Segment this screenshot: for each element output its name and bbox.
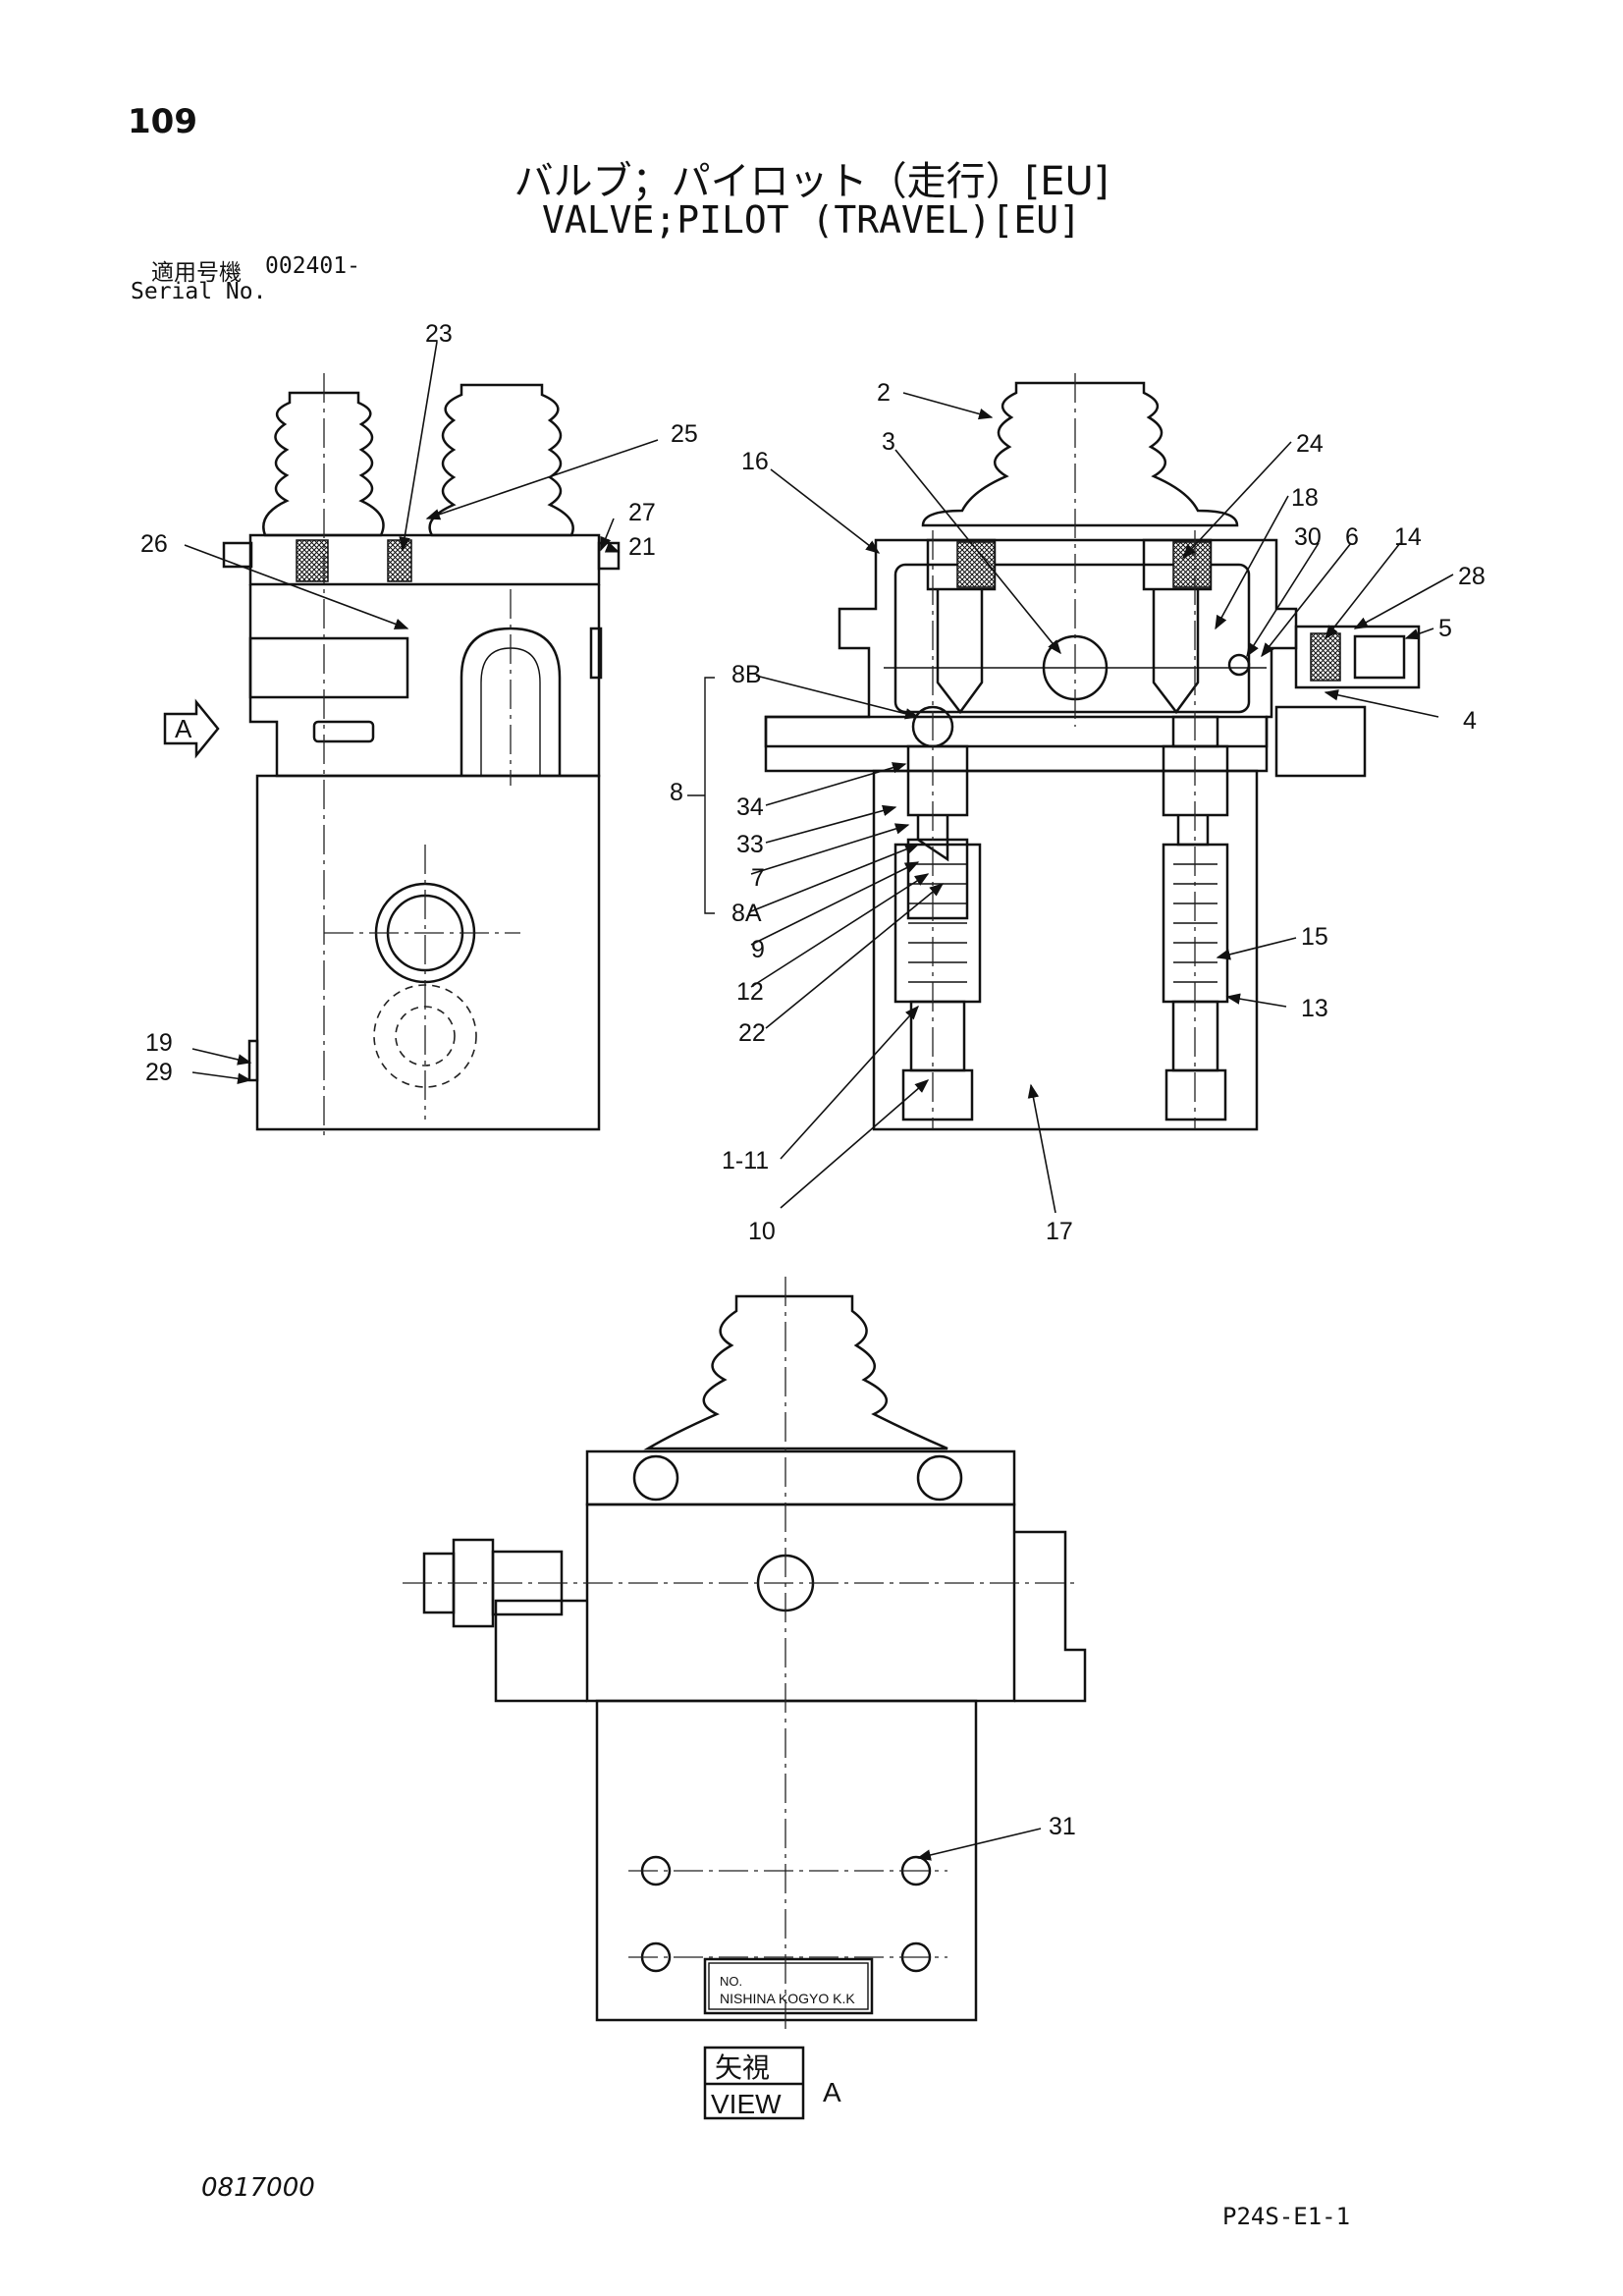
leaders [184,341,1454,1861]
callout-8A: 8A [731,900,762,927]
sheet-code: P24S-E1-1 [1222,2203,1351,2230]
nameplate-line-2: NISHINA KOGYO K.K [720,1991,855,2006]
page-number: 109 [128,102,197,141]
callout-8B: 8B [731,661,762,688]
section-view [687,373,1421,1131]
callout-18: 18 [1291,484,1319,512]
callout-4: 4 [1463,707,1477,735]
title-english: VALVE;PILOT (TRAVEL)[EU] [541,198,1082,242]
document-code: 0817000 [201,2173,315,2203]
callout-34: 34 [736,793,764,821]
serial-label-english: Serial No. [131,279,267,304]
callout-33: 33 [736,831,764,858]
serial-label-japanese: 適用号機 [151,260,242,286]
callout-2: 2 [877,379,891,407]
callout-7: 7 [751,864,765,892]
callout-22: 22 [738,1019,766,1047]
callout-26: 26 [140,530,168,558]
serial-number-value: 002401- [265,253,360,279]
callout-29: 29 [145,1059,173,1086]
callout-10: 10 [748,1218,776,1245]
callout-24: 24 [1296,430,1324,458]
callout-15: 15 [1301,923,1328,951]
callout-21: 21 [628,533,656,561]
view-marker-a: A [175,714,192,743]
callout-19: 19 [145,1029,173,1057]
callout-labels: 2 3 24 16 18 30 6 14 28 5 4 8B 8 34 33 7… [140,320,1486,1840]
nameplate-line-1: NO. [720,1974,742,1989]
callout-14: 14 [1394,523,1422,551]
callout-8: 8 [670,779,683,806]
callout-23: 23 [425,320,453,348]
callout-1-11: 1-11 [722,1147,769,1175]
view-label-en: VIEW [711,2089,782,2119]
view-a: NO. NISHINA KOGYO K.K [403,1277,1087,2120]
side-view [163,373,621,1139]
callout-16: 16 [741,448,769,475]
callout-28: 28 [1458,563,1486,590]
callout-17: 17 [1046,1218,1073,1245]
callout-3: 3 [882,428,895,456]
title-japanese: バルブ；パイロット（走行）[EU] [514,159,1109,204]
callout-6: 6 [1345,523,1359,551]
view-label-jp: 矢視 [715,2052,770,2083]
callout-30: 30 [1294,523,1322,551]
callout-5: 5 [1438,615,1452,642]
callout-9: 9 [751,936,765,963]
callout-31: 31 [1049,1813,1076,1840]
callout-25: 25 [671,420,698,448]
callout-13: 13 [1301,995,1328,1022]
callout-27: 27 [628,499,656,526]
view-label-letter: A [823,2077,841,2107]
callout-12: 12 [736,978,764,1006]
